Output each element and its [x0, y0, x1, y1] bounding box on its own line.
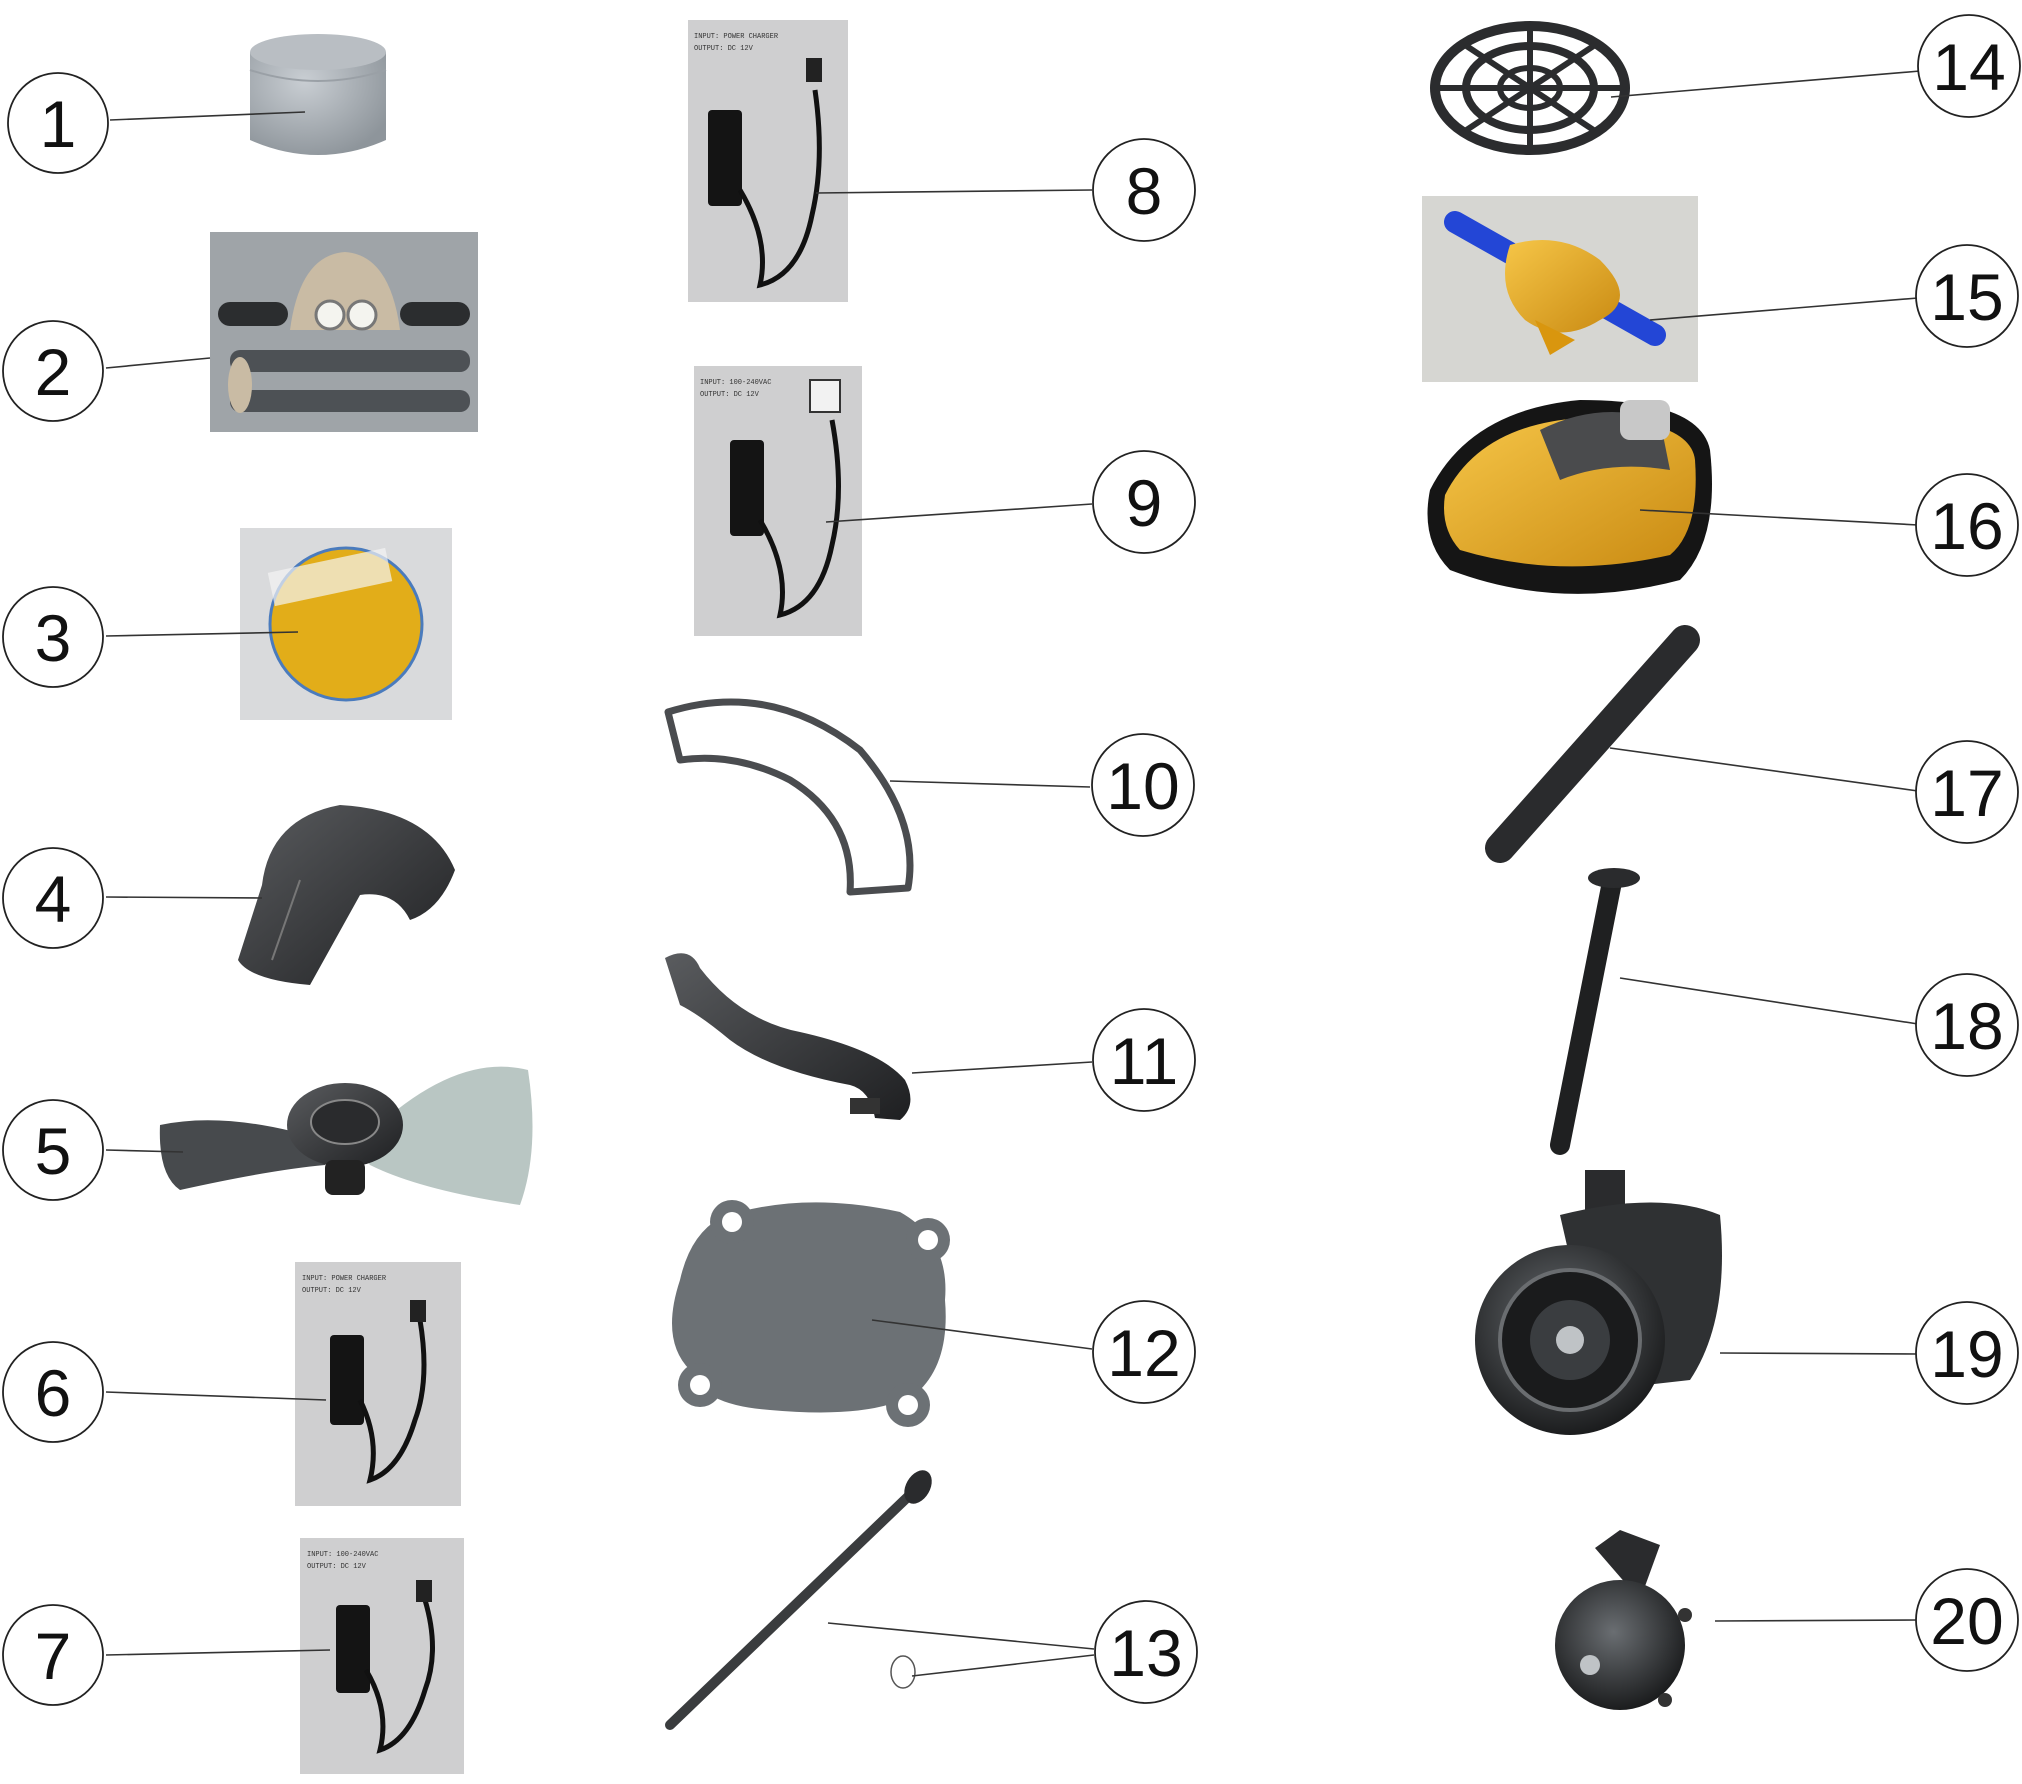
callout-15: 15: [1915, 244, 2019, 348]
callout-9: 9: [1092, 450, 1196, 554]
callout-12-label: 12: [1107, 1316, 1180, 1390]
svg-text:OUTPUT: DC 12V: OUTPUT: DC 12V: [694, 45, 754, 53]
leader-12: [871, 1319, 1093, 1350]
leader-18: [1619, 977, 1919, 1025]
callout-20-label: 20: [1930, 1584, 2003, 1658]
callout-14: 14: [1917, 14, 2021, 118]
part-17-tube-image: [1485, 625, 1700, 863]
callout-7: 7: [2, 1604, 104, 1706]
part-19-jet-pump-image: [1475, 1170, 1722, 1435]
part-7-charger-photo: INPUT: 100-240VAC OUTPUT: DC 12V: [300, 1538, 464, 1774]
part-16-hull-image: [1427, 400, 1712, 594]
leader-1: [109, 111, 306, 121]
leader-9: [825, 503, 1093, 523]
svg-text:OUTPUT: DC 12V: OUTPUT: DC 12V: [302, 1287, 362, 1295]
callout-8-label: 8: [1126, 154, 1163, 228]
callout-11-label: 11: [1110, 1024, 1179, 1098]
callout-16: 16: [1915, 473, 2019, 577]
part-11-bracket-image: [665, 953, 911, 1120]
part-10-seal-image: [664, 698, 914, 896]
part-20-motor-image: [1555, 1530, 1692, 1710]
callout-1-label: 1: [40, 87, 77, 161]
leader-4: [105, 896, 263, 899]
callout-6: 6: [2, 1341, 104, 1443]
part-4-cover-image: [238, 805, 455, 985]
callout-2: 2: [2, 320, 104, 422]
callout-12: 12: [1092, 1300, 1196, 1404]
svg-text:INPUT: POWER CHARGER: INPUT: POWER CHARGER: [302, 1275, 387, 1283]
part-9-charger-photo: INPUT: 100-240VAC OUTPUT: DC 12V: [694, 366, 862, 636]
svg-text:OUTPUT: DC 12V: OUTPUT: DC 12V: [700, 391, 760, 399]
callout-10: 10: [1091, 733, 1195, 837]
callout-5: 5: [2, 1099, 104, 1201]
leader-20: [1714, 1619, 1919, 1622]
callout-5-label: 5: [35, 1114, 72, 1188]
leader-17: [1609, 747, 1919, 792]
leader-15: [1649, 297, 1919, 321]
callout-18: 18: [1915, 973, 2019, 1077]
callout-17: 17: [1915, 740, 2019, 844]
part-6-charger-photo: INPUT: POWER CHARGER OUTPUT: DC 12V: [295, 1262, 461, 1506]
callout-2-label: 2: [35, 335, 72, 409]
svg-text:OUTPUT: DC 12V: OUTPUT: DC 12V: [307, 1563, 367, 1571]
leader-8: [815, 189, 1093, 194]
svg-text:INPUT: POWER CHARGER: INPUT: POWER CHARGER: [694, 33, 779, 41]
part-15-handle-image: [1422, 196, 1698, 382]
part-18-pin-image: [1550, 868, 1640, 1155]
callout-6-label: 6: [35, 1356, 72, 1430]
callout-1: 1: [7, 72, 109, 174]
part-12-plate-image: [672, 1200, 950, 1427]
svg-text:INPUT: 100-240VAC: INPUT: 100-240VAC: [307, 1551, 378, 1559]
leader-2: [105, 357, 211, 369]
callout-15-label: 15: [1930, 260, 2003, 334]
callout-4: 4: [2, 847, 104, 949]
leader-13a: [827, 1622, 1095, 1650]
callout-3-label: 3: [35, 601, 72, 675]
leader-7: [105, 1649, 331, 1656]
callout-17-label: 17: [1930, 756, 2003, 830]
leader-13b: [911, 1654, 1095, 1677]
leader-3: [105, 631, 299, 637]
callout-8: 8: [1092, 138, 1196, 242]
leader-10: [889, 780, 1091, 788]
callout-7-label: 7: [35, 1619, 72, 1693]
callout-18-label: 18: [1930, 989, 2003, 1063]
svg-text:INPUT: 100-240VAC: INPUT: 100-240VAC: [700, 379, 771, 387]
callout-3: 3: [2, 586, 104, 688]
leader-16: [1639, 509, 1919, 526]
leader-11: [911, 1061, 1093, 1074]
callout-4-label: 4: [35, 862, 72, 936]
callout-19-label: 19: [1930, 1317, 2003, 1391]
callout-19: 19: [1915, 1301, 2019, 1405]
callout-16-label: 16: [1930, 489, 2003, 563]
callout-10-label: 10: [1106, 749, 1179, 823]
part-2-handlebar-kit-photo: [210, 232, 478, 432]
part-1-cap-image: [249, 34, 387, 155]
callout-13: 13: [1094, 1600, 1198, 1704]
callout-9-label: 9: [1126, 466, 1163, 540]
leader-5: [105, 1149, 184, 1153]
part-3-disc-photo: [240, 528, 452, 720]
leader-6: [105, 1391, 327, 1401]
part-14-grille-image: [1430, 21, 1630, 155]
callout-13-label: 13: [1109, 1616, 1182, 1690]
callout-20: 20: [1915, 1568, 2019, 1672]
leader-lines: [105, 70, 1921, 1677]
leader-19: [1719, 1352, 1919, 1355]
callout-14-label: 14: [1932, 30, 2005, 104]
part-5-propeller-image: [159, 1066, 533, 1205]
callout-11: 11: [1092, 1008, 1196, 1112]
leader-14: [1610, 70, 1921, 98]
part-8-charger-photo: INPUT: POWER CHARGER OUTPUT: DC 12V: [688, 20, 848, 302]
part-13-bolt-image: [665, 1470, 932, 1730]
